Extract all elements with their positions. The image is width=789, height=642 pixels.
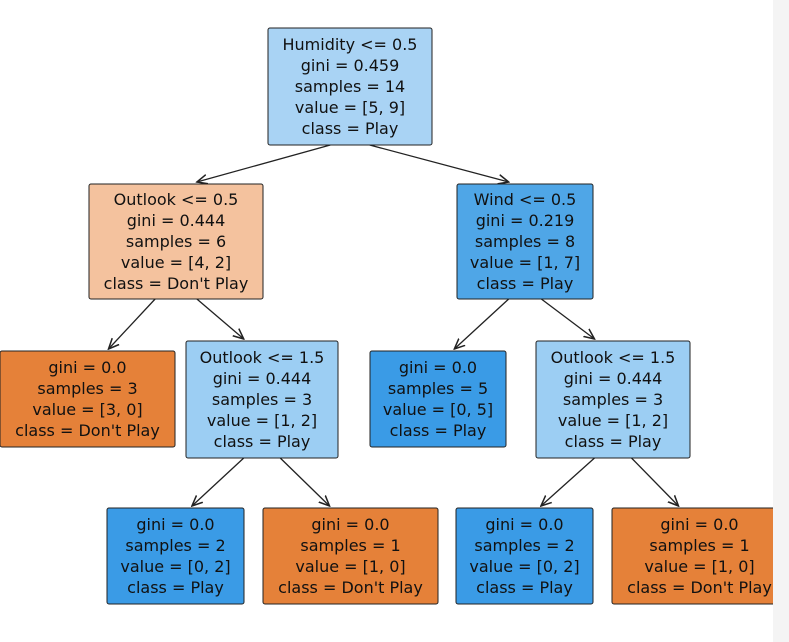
node-box (369, 350, 507, 448)
node-text-line: samples = 3 (212, 390, 312, 409)
node-text-line: Outlook <= 1.5 (551, 348, 676, 367)
tree-node-wind: Wind <= 0.5 gini = 0.219 samples = 8 value … (456, 183, 594, 300)
node-box (455, 507, 594, 605)
tree-nodes: Humidity <= 0.5 gini = 0.459 samples = 14 v… (0, 27, 788, 605)
tree-edge-wind-to-leaf-3 (454, 298, 510, 349)
tree-node-leaf-7: gini = 0.0 samples = 2 value = [0, 2] class… (455, 507, 594, 605)
node-text-line: samples = 2 (474, 536, 574, 555)
node-text-line: samples = 2 (125, 536, 225, 555)
node-text-line: gini = 0.219 (476, 211, 575, 230)
node-text-line: class = Don't Play (104, 274, 249, 293)
node-text-line: gini = 0.0 (48, 358, 126, 377)
node-box (88, 183, 264, 300)
node-text-line: class = Don't Play (278, 578, 423, 597)
tree-edge-root-to-wind (369, 144, 509, 182)
node-text-line: value = [1, 2] (207, 411, 317, 430)
tree-node-outlook-mid-right: Outlook <= 1.5 gini = 0.444 samples = 3 val… (535, 340, 691, 459)
tree-node-outlook-mid-left: Outlook <= 1.5 gini = 0.444 samples = 3 val… (185, 340, 339, 459)
node-text-line: class = Don't Play (15, 421, 160, 440)
tree-node-leaf-8: gini = 0.0 samples = 1 value = [1, 0] class… (611, 507, 788, 605)
node-text-line: samples = 1 (649, 536, 749, 555)
node-text-line: class = Play (565, 432, 662, 451)
node-box (535, 340, 691, 459)
node-text-line: value = [1, 2] (558, 411, 668, 430)
node-box (267, 27, 433, 146)
tree-node-leaf-3: gini = 0.0 samples = 5 value = [0, 5] class… (369, 350, 507, 448)
tree-node-outlook-left: Outlook <= 0.5 gini = 0.444 samples = 6 val… (88, 183, 264, 300)
node-text-line: value = [1, 7] (470, 253, 580, 272)
tree-node-leaf-6: gini = 0.0 samples = 1 value = [1, 0] class… (262, 507, 439, 605)
node-text-line: samples = 14 (295, 77, 405, 96)
node-text-line: samples = 6 (126, 232, 226, 251)
tree-node-leaf-5: gini = 0.0 samples = 2 value = [0, 2] class… (106, 507, 245, 605)
node-text-line: value = [0, 2] (469, 557, 579, 576)
node-text-line: gini = 0.444 (127, 211, 226, 230)
node-text-line: gini = 0.444 (213, 369, 312, 388)
node-text-line: gini = 0.0 (136, 515, 214, 534)
node-box (456, 183, 594, 300)
node-text-line: samples = 3 (563, 390, 663, 409)
node-text-line: class = Play (476, 578, 573, 597)
tree-edge-outlook-mid-left-to-leaf-5 (192, 457, 245, 506)
node-text-line: gini = 0.444 (564, 369, 663, 388)
node-text-line: class = Play (127, 578, 224, 597)
tree-edges (109, 144, 679, 506)
tree-edge-outlook-mid-right-to-leaf-8 (631, 457, 678, 506)
tree-node-leaf-1: gini = 0.0 samples = 3 value = [3, 0] class… (0, 350, 176, 448)
node-text-line: Outlook <= 0.5 (114, 190, 239, 209)
node-text-line: gini = 0.0 (311, 515, 389, 534)
tree-edge-outlook-mid-right-to-leaf-7 (541, 457, 595, 506)
node-text-line: value = [1, 0] (295, 557, 405, 576)
node-box (106, 507, 245, 605)
tree-edge-wind-to-outlook-mid-right (540, 298, 594, 339)
node-text-line: class = Don't Play (627, 578, 772, 597)
node-text-line: Humidity <= 0.5 (283, 35, 418, 54)
node-text-line: gini = 0.0 (399, 358, 477, 377)
node-box (0, 350, 176, 448)
node-text-line: samples = 1 (300, 536, 400, 555)
node-box (262, 507, 439, 605)
node-box (185, 340, 339, 459)
node-text-line: class = Play (390, 421, 487, 440)
node-text-line: value = [0, 5] (383, 400, 493, 419)
tree-edge-root-to-outlook-left (197, 144, 331, 182)
node-text-line: value = [3, 0] (32, 400, 142, 419)
node-text-line: samples = 3 (37, 379, 137, 398)
node-text-line: samples = 8 (475, 232, 575, 251)
node-text-line: gini = 0.0 (660, 515, 738, 534)
node-text-line: value = [5, 9] (295, 98, 405, 117)
node-text-line: value = [4, 2] (121, 253, 231, 272)
node-text-line: class = Play (214, 432, 311, 451)
tree-edge-outlook-left-to-outlook-mid-left (196, 298, 244, 339)
tree-node-root: Humidity <= 0.5 gini = 0.459 samples = 14 v… (267, 27, 433, 146)
tree-edge-outlook-left-to-leaf-1 (109, 298, 156, 349)
tree-edge-outlook-mid-left-to-leaf-6 (279, 457, 329, 506)
node-text-line: value = [0, 2] (120, 557, 230, 576)
node-text-line: class = Play (477, 274, 574, 293)
node-text-line: class = Play (302, 119, 399, 138)
scroll-gutter (773, 0, 789, 642)
node-text-line: gini = 0.459 (301, 56, 400, 75)
node-text-line: Outlook <= 1.5 (200, 348, 325, 367)
node-text-line: value = [1, 0] (644, 557, 754, 576)
node-text-line: samples = 5 (388, 379, 488, 398)
node-text-line: Wind <= 0.5 (474, 190, 577, 209)
node-text-line: gini = 0.0 (485, 515, 563, 534)
